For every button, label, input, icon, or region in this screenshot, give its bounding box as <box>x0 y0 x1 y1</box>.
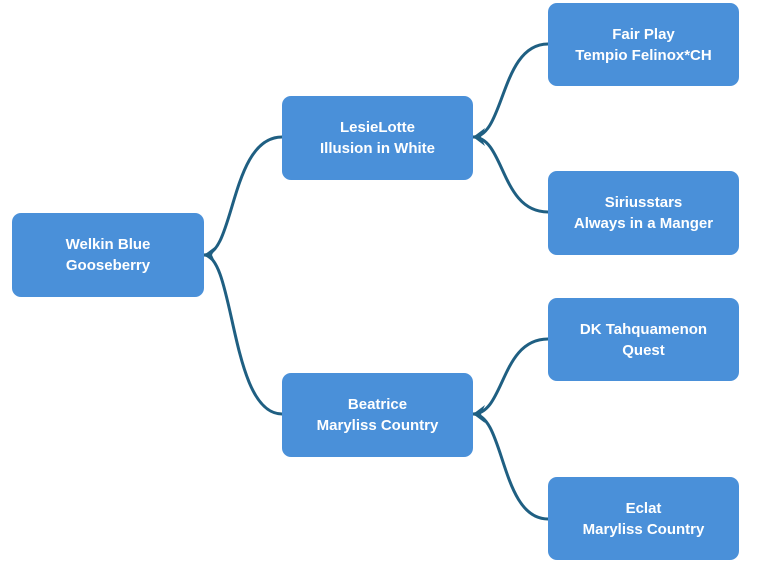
connector-sire-sire-sire <box>472 42 549 139</box>
node-line-1: Welkin Blue <box>65 236 151 253</box>
arrowhead-dam <box>473 405 485 423</box>
node-fair-play: Fair Play Tempio Felinox*CH <box>548 3 739 86</box>
node-line-1: Eclat <box>625 499 662 517</box>
connector-sire-sire-dam <box>472 135 549 214</box>
node-line-1: Fair Play <box>612 25 675 43</box>
node-line-2: Maryliss Country <box>582 520 705 538</box>
node-welkin-blue-gooseberry: Welkin Blue Gooseberry <box>12 213 204 297</box>
connector-dam-dam-sire <box>472 337 549 416</box>
node-siriusstars: Siriusstars Always in a Manger <box>548 171 739 255</box>
node-beatrice: Beatrice Maryliss Country <box>282 373 473 457</box>
node-line-1: Beatrice <box>347 396 408 413</box>
node-line-2: Maryliss Country <box>316 417 439 434</box>
arrowhead-sire <box>473 128 485 146</box>
connector-root-dam <box>203 253 283 416</box>
node-line-2: Quest <box>622 341 665 359</box>
node-dk-tahquamenon: DK Tahquamenon Quest <box>548 298 739 381</box>
node-line-2: Illusion in White <box>320 140 435 157</box>
node-lesielotte: LesieLotte Illusion in White <box>282 96 473 180</box>
node-eclat: Eclat Maryliss Country <box>548 477 739 560</box>
node-line-2: Always in a Manger <box>573 215 714 232</box>
node-line-2: Tempio Felinox*CH <box>575 46 712 64</box>
node-line-1: Siriusstars <box>604 194 683 211</box>
node-line-2: Gooseberry <box>65 257 151 274</box>
connector-root-sire <box>203 135 283 257</box>
node-line-1: DK Tahquamenon <box>579 320 708 338</box>
connector-dam-dam-dam <box>472 412 549 521</box>
node-line-1: LesieLotte <box>339 119 415 136</box>
arrowhead-root <box>204 246 216 264</box>
